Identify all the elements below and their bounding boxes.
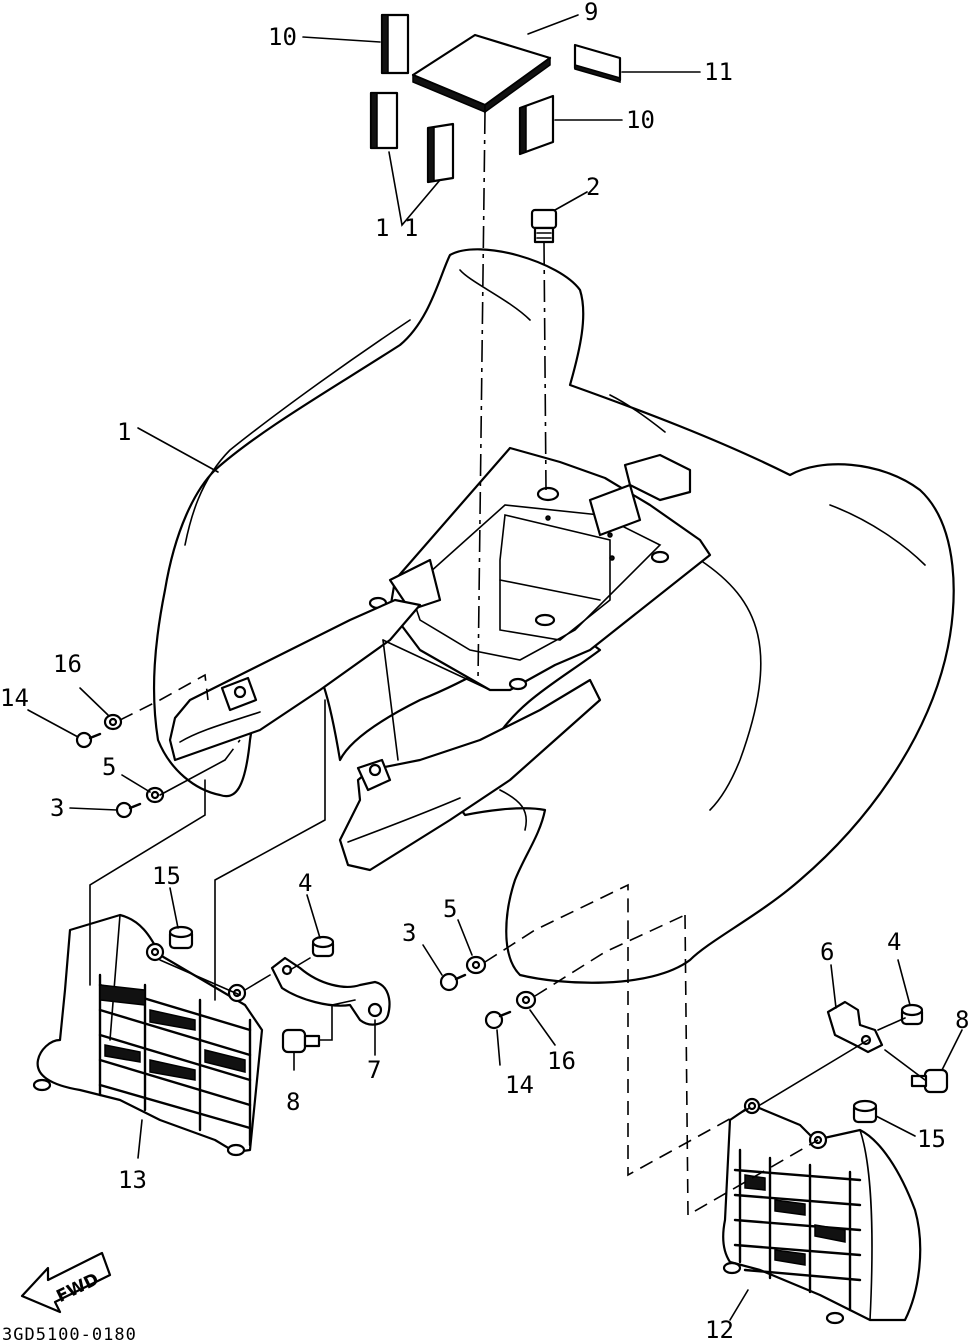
callout-1: 1 bbox=[117, 418, 131, 446]
callout-8-left: 8 bbox=[286, 1088, 300, 1116]
washer-part-5-right bbox=[465, 955, 487, 975]
screw-part-3-left bbox=[115, 801, 142, 819]
leader-lines bbox=[27, 14, 963, 1321]
callout-8-right: 8 bbox=[955, 1006, 969, 1034]
callout-5-left: 5 bbox=[102, 753, 116, 781]
callout-10-top: 10 bbox=[268, 23, 297, 51]
callout-3-left: 3 bbox=[50, 794, 64, 822]
callout-9: 9 bbox=[584, 0, 598, 26]
decal-11-left-b bbox=[426, 122, 455, 184]
callout-6: 6 bbox=[820, 938, 834, 966]
screw-part-3-right bbox=[439, 972, 467, 992]
callout-15-left: 15 bbox=[152, 862, 181, 890]
decal-10-right bbox=[518, 94, 555, 156]
callout-15-right: 15 bbox=[917, 1125, 946, 1153]
washer-part-16-left bbox=[103, 713, 123, 731]
decal-10-top bbox=[380, 13, 410, 75]
bolt-part-2 bbox=[530, 208, 558, 244]
callout-2: 2 bbox=[586, 173, 600, 201]
assembly-guide-lines bbox=[89, 111, 926, 1217]
decal-11-left-a bbox=[369, 91, 399, 150]
callout-11-bottom: 1 1 bbox=[375, 214, 418, 242]
callout-16-right: 16 bbox=[547, 1047, 576, 1075]
callout-12: 12 bbox=[705, 1316, 734, 1344]
callout-7: 7 bbox=[367, 1056, 381, 1084]
washer-part-16-right bbox=[515, 990, 537, 1010]
callout-5-right: 5 bbox=[443, 895, 457, 923]
callout-3-right: 3 bbox=[402, 919, 416, 947]
nut-part-15-right bbox=[852, 1099, 878, 1124]
screw-part-14-right bbox=[484, 1010, 512, 1030]
callout-16-left: 16 bbox=[53, 650, 82, 678]
mudguard-part-13 bbox=[32, 913, 264, 1157]
bolt-part-8-left bbox=[281, 1028, 321, 1054]
decal-9 bbox=[411, 33, 552, 114]
bracket-part-6 bbox=[826, 1000, 884, 1054]
rear-fender-part-1 bbox=[152, 248, 955, 984]
washer-part-5-left bbox=[145, 786, 165, 804]
callout-13: 13 bbox=[118, 1166, 147, 1194]
callout-10-right: 10 bbox=[626, 106, 655, 134]
callout-4-right: 4 bbox=[887, 928, 901, 956]
bracket-part-7 bbox=[270, 956, 391, 1026]
callout-4-left: 4 bbox=[298, 869, 312, 897]
diagram-code: 3GD5100-0180 bbox=[2, 1325, 137, 1344]
callout-14-left: 14 bbox=[0, 684, 29, 712]
callout-14-right: 14 bbox=[505, 1071, 534, 1099]
nut-part-4-right bbox=[900, 1003, 924, 1026]
callout-11-right: 11 bbox=[704, 58, 733, 86]
screw-part-14-left bbox=[75, 731, 102, 749]
nut-part-4-left bbox=[311, 935, 335, 958]
nut-part-15-left bbox=[168, 925, 194, 950]
mudguard-part-12 bbox=[722, 1097, 922, 1325]
decal-11-right bbox=[573, 43, 622, 83]
fwd-arrow-icon: FWD bbox=[20, 1251, 112, 1314]
